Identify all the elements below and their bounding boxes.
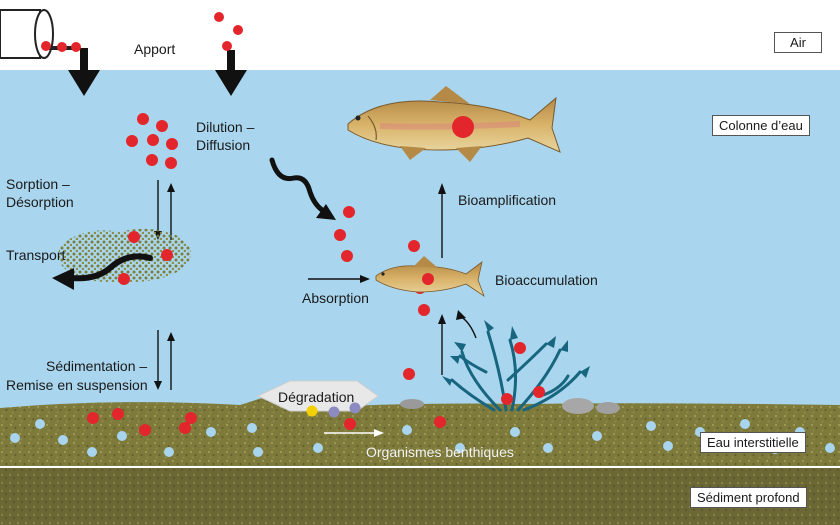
sorption-label: Sorption – [6,176,70,192]
air-label: Air [774,32,822,53]
transport-label: Transport [6,247,66,263]
colonne-eau-label: Colonne d’eau [712,115,810,136]
diffusion-arrow [269,157,325,213]
degradation-products [306,402,361,418]
remise-suspension-label: Remise en suspension [6,377,148,393]
degradation-label: Dégradation [278,389,355,405]
sedimentation-label: Sédimentation – [46,358,148,374]
large-fish-icon [347,86,561,162]
absorption-label: Absorption [302,290,369,306]
apport-label: Apport [134,41,176,57]
apport-arrow-head-right [215,70,247,96]
air-layer [0,0,840,70]
diffusion-label: Diffusion [196,137,251,153]
small-fish-icon [375,256,485,298]
bioamplification-label: Bioamplification [458,192,557,208]
cloud-contaminants [118,231,173,285]
apport-arrow-head-left [68,70,100,96]
bioaccumulation-label: Bioaccumulation [495,272,598,288]
algae-contaminants [501,342,545,405]
organismes-benthiques-label: Organismes benthiques [366,444,514,460]
sediment-contaminants [87,408,446,436]
transport-arrow [69,253,153,282]
desorption-label: Désorption [6,194,74,210]
sediment-surface-layer [0,398,840,468]
pebbles [400,398,620,414]
algae-leaves [442,320,590,386]
pipe-contaminants [41,41,81,52]
air-contaminants [214,12,243,51]
particle-cloud [58,228,191,283]
dilution-label: Dilution – [196,119,255,135]
sediment-profond-label: Sédiment profond [690,487,807,508]
eau-interstitielle-label: Eau interstitielle [700,432,806,453]
degradation-badge [256,380,379,412]
